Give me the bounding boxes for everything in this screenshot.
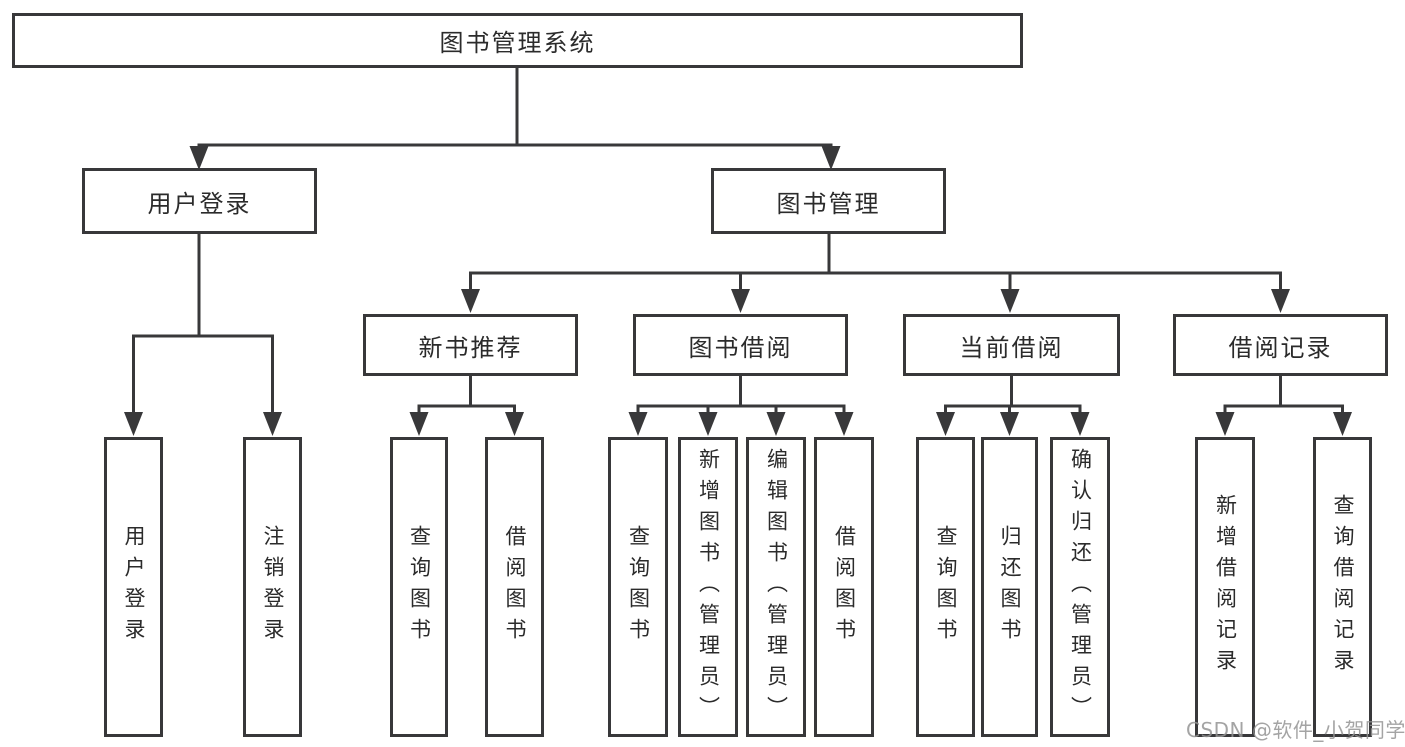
- arrowhead-icon: [766, 412, 786, 436]
- arrowhead-icon: [124, 412, 143, 436]
- leaf-borrow-books-1: 借阅图书: [485, 437, 544, 737]
- arrow-heads: [124, 146, 1352, 436]
- leaf-edit-book-admin-label: 编辑图书（管理员）: [764, 447, 789, 727]
- arrowhead-icon: [698, 412, 718, 436]
- leaf-borrow-books-2-label: 借阅图书: [832, 525, 857, 649]
- node-book-borrow-label: 图书借阅: [688, 333, 793, 362]
- arrowhead-icon: [1070, 412, 1090, 436]
- arrowhead-icon: [1333, 412, 1352, 436]
- arrowhead-icon: [1215, 412, 1235, 436]
- leaf-add-book-admin-label: 新增图书（管理员）: [696, 447, 721, 727]
- leaf-query-books-3: 查询图书: [916, 437, 975, 737]
- arrowhead-icon: [936, 412, 955, 436]
- leaf-query-books-2-label: 查询图书: [626, 525, 651, 649]
- arrowhead-icon: [1271, 289, 1290, 313]
- node-user-login: 用户登录: [82, 168, 317, 234]
- node-new-book-recommend: 新书推荐: [363, 314, 578, 376]
- node-book-borrow: 图书借阅: [633, 314, 848, 376]
- arrowhead-icon: [834, 412, 854, 436]
- arrowhead-icon: [821, 146, 841, 170]
- leaf-confirm-return-admin: 确认归还（管理员）: [1050, 437, 1110, 737]
- leaf-return-book: 归还图书: [981, 437, 1038, 737]
- leaf-borrow-books-2: 借阅图书: [814, 437, 874, 737]
- leaf-confirm-return-admin-label: 确认归还（管理员）: [1068, 447, 1093, 727]
- node-user-login-label: 用户登录: [147, 189, 252, 218]
- arrowhead-icon: [1000, 412, 1019, 436]
- watermark-text: CSDN @软件_小贺同学: [1186, 718, 1405, 742]
- leaf-add-borrow-record: 新增借阅记录: [1195, 437, 1255, 737]
- arrowhead-icon: [189, 146, 209, 170]
- leaf-edit-book-admin: 编辑图书（管理员）: [746, 437, 806, 737]
- leaf-user-login-label: 用户登录: [122, 525, 146, 649]
- leaf-add-borrow-record-label: 新增借阅记录: [1213, 494, 1238, 680]
- arrowhead-icon: [505, 412, 524, 436]
- leaf-add-book-admin: 新增图书（管理员）: [678, 437, 738, 737]
- arrowhead-icon: [628, 412, 648, 436]
- node-current-borrow-label: 当前借阅: [959, 333, 1064, 362]
- leaf-logout: 注销登录: [243, 437, 302, 737]
- leaf-query-books-1-label: 查询图书: [407, 525, 432, 649]
- leaf-logout-label: 注销登录: [261, 525, 285, 649]
- node-book-management: 图书管理: [711, 168, 946, 234]
- node-borrow-records-label: 借阅记录: [1228, 333, 1333, 362]
- node-borrow-records: 借阅记录: [1173, 314, 1388, 376]
- node-current-borrow: 当前借阅: [903, 314, 1120, 376]
- leaf-user-login: 用户登录: [104, 437, 163, 737]
- node-root: 图书管理系统: [12, 13, 1023, 68]
- leaf-query-borrow-record-label: 查询借阅记录: [1331, 494, 1355, 680]
- leaf-borrow-books-1-label: 借阅图书: [503, 525, 527, 649]
- leaf-query-books-2: 查询图书: [608, 437, 668, 737]
- leaf-return-book-label: 归还图书: [998, 525, 1022, 649]
- leaf-query-borrow-record: 查询借阅记录: [1313, 437, 1372, 737]
- node-book-management-label: 图书管理: [776, 189, 881, 218]
- arrowhead-icon: [731, 289, 750, 313]
- leaf-query-books-3-label: 查询图书: [934, 525, 958, 649]
- arrowhead-icon: [461, 289, 480, 313]
- arrowhead-icon: [409, 412, 429, 436]
- arrowhead-icon: [1000, 289, 1020, 313]
- leaf-query-books-1: 查询图书: [390, 437, 448, 737]
- arrowhead-icon: [263, 412, 282, 436]
- node-new-book-recommend-label: 新书推荐: [418, 333, 523, 362]
- node-root-label: 图书管理系统: [439, 29, 596, 57]
